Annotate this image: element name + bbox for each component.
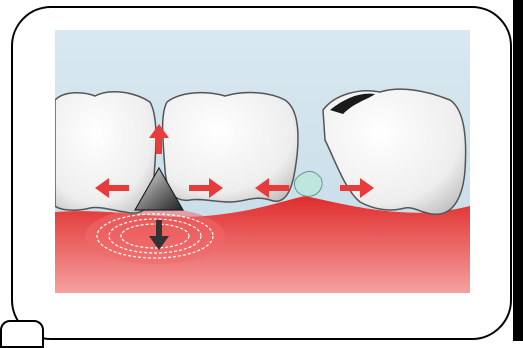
corner-tab [0,320,44,348]
window-edge [513,0,523,341]
dental-illustration [55,30,470,293]
